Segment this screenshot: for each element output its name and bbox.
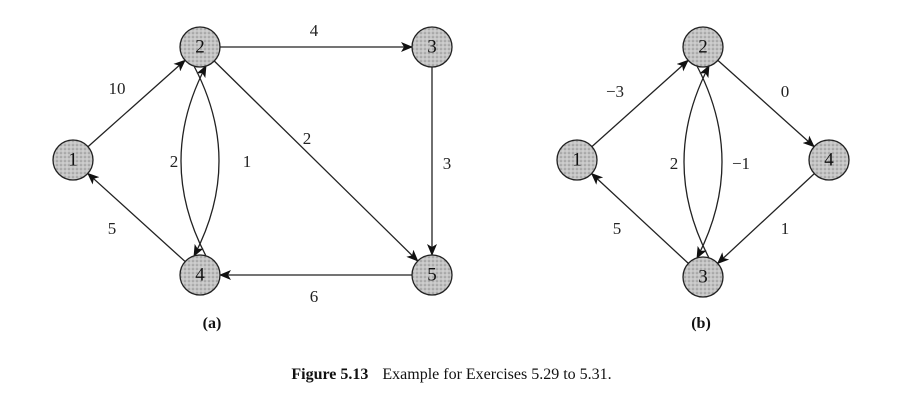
subfigure-label-b: (b) <box>691 315 711 332</box>
node-b-2 <box>682 26 724 68</box>
figure-diagram: 1 2 3 4 5 1 2 3 4 10 4 2 3 2 1 5 6 (a) −3 0 2 −1 5 1 (b) <box>52 21 850 332</box>
edge-a-4-1 <box>87 172 186 263</box>
edge-b-2-4 <box>717 59 815 148</box>
edge-weight-a-2-5: 2 <box>303 129 312 148</box>
node-a-1 <box>52 139 94 181</box>
caption-text: Example for Exercises 5.29 to 5.31. <box>382 366 612 383</box>
node-b-4 <box>808 139 850 181</box>
edge-a-2-5 <box>213 60 419 262</box>
edge-weight-a-1-2: 10 <box>109 79 126 98</box>
edge-weight-b-4-3: 1 <box>781 219 790 238</box>
edge-weight-a-5-4: 6 <box>310 287 319 306</box>
edge-b-4-3 <box>716 173 815 265</box>
node-label-b-2: 2 <box>698 36 708 57</box>
edge-weight-b-1-2: −3 <box>606 82 624 101</box>
figure-caption: Figure 5.13 Example for Exercises 5.29 t… <box>0 366 903 384</box>
edge-weight-b-2-3: −1 <box>732 154 750 173</box>
node-label-a-2: 2 <box>195 36 205 57</box>
edge-weight-a-4-1: 5 <box>108 219 117 238</box>
edge-a-4-2 <box>180 65 207 257</box>
node-a-4 <box>179 254 221 296</box>
edge-weight-b-3-2: 2 <box>670 154 679 173</box>
node-label-a-3: 3 <box>427 36 437 57</box>
node-label-a-4: 4 <box>195 264 205 285</box>
edge-a-1-2 <box>87 59 186 148</box>
node-b-1 <box>556 139 598 181</box>
node-b-3 <box>682 256 724 298</box>
edge-b-3-1 <box>590 172 689 264</box>
edge-b-1-2 <box>591 59 689 148</box>
node-label-b-3: 3 <box>698 266 708 287</box>
node-label-b-1: 1 <box>572 149 582 170</box>
node-a-3 <box>411 26 453 68</box>
node-label-b-4: 4 <box>824 149 834 170</box>
edge-b-2-3 <box>696 65 723 259</box>
edge-weight-a-2-3: 4 <box>310 21 319 40</box>
edge-weight-b-2-4: 0 <box>781 82 790 101</box>
node-a-2 <box>179 26 221 68</box>
edge-weight-a-2-4: 1 <box>243 152 252 171</box>
caption-number: Figure 5.13 <box>291 366 369 383</box>
node-a-5 <box>411 254 453 296</box>
edge-b-3-2 <box>683 65 710 259</box>
node-label-a-5: 5 <box>427 264 437 285</box>
node-label-a-1: 1 <box>68 149 78 170</box>
subfigure-label-a: (a) <box>203 315 222 332</box>
edge-weight-a-3-5: 3 <box>443 154 452 173</box>
edge-weight-b-3-1: 5 <box>613 219 622 238</box>
edge-weight-a-4-2: 2 <box>170 152 179 171</box>
edge-a-2-4 <box>193 65 220 257</box>
